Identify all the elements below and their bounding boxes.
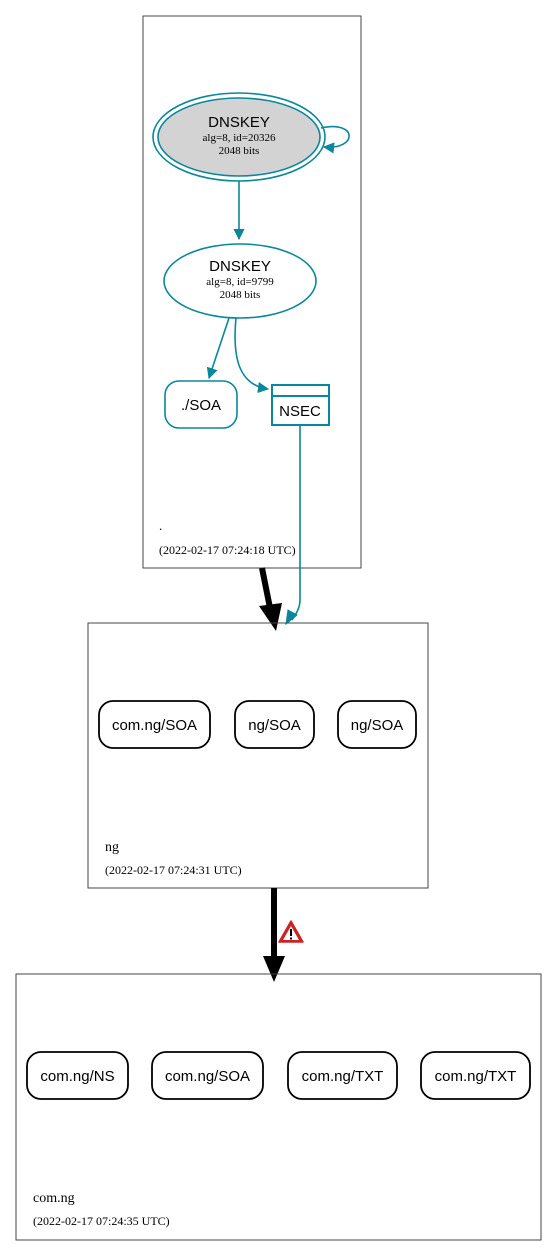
- zone-com-ng: com.ng (2022-02-17 07:24:35 UTC) com.ng/…: [15, 973, 542, 1241]
- zone-root: . (2022-02-17 07:24:18 UTC) DNSKEY alg=8…: [142, 15, 362, 569]
- ksk-self-signature-edge: [320, 125, 350, 154]
- com-ng-node-label: com.ng/TXT: [302, 1068, 384, 1085]
- zsk-to-soa-edge: [206, 317, 230, 380]
- ng-com-ng-soa-node[interactable]: com.ng/SOA: [98, 700, 211, 749]
- dnskey-ksk-node[interactable]: DNSKEY alg=8, id=20326 2048 bits: [152, 92, 326, 182]
- root-to-ng-delegation-arrowhead: [259, 603, 282, 631]
- zone-root-name: .: [159, 518, 162, 533]
- warning-triangle-icon[interactable]: [278, 920, 304, 943]
- ng-node-label: ng/SOA: [351, 717, 404, 734]
- dnskey-ksk-detail: alg=8, id=20326: [203, 132, 276, 144]
- dnskey-zsk-size: 2048 bits: [220, 289, 261, 301]
- zone-com-ng-box: [15, 973, 542, 1241]
- zone-ng-timestamp: (2022-02-17 07:24:31 UTC): [105, 863, 242, 877]
- ng-to-com-ng-delegation-arrowhead: [263, 956, 285, 982]
- zone-ng: ng (2022-02-17 07:24:31 UTC) com.ng/SOA …: [87, 622, 429, 889]
- com-ng-node-label: com.ng/TXT: [435, 1068, 517, 1085]
- zone-com-ng-timestamp: (2022-02-17 07:24:35 UTC): [33, 1214, 170, 1228]
- nsec-to-ng-arrowhead: [285, 609, 298, 626]
- zone-ng-name: ng: [105, 840, 119, 855]
- root-nsec-label: NSEC: [279, 403, 321, 420]
- root-soa-node[interactable]: ./SOA: [164, 380, 238, 429]
- dnskey-zsk-detail: alg=8, id=9799: [206, 276, 274, 288]
- dnskey-ksk-size: 2048 bits: [219, 145, 260, 157]
- zone-ng-box: [87, 622, 429, 889]
- root-soa-label: ./SOA: [181, 397, 221, 414]
- dnskey-zsk-node[interactable]: DNSKEY alg=8, id=9799 2048 bits: [163, 243, 317, 319]
- com-ng-node-label: com.ng/SOA: [165, 1068, 250, 1085]
- com-ng-txt-node[interactable]: com.ng/TXT: [287, 1051, 398, 1100]
- com-ng-txt-node[interactable]: com.ng/TXT: [420, 1051, 531, 1100]
- com-ng-soa-node[interactable]: com.ng/SOA: [151, 1051, 264, 1100]
- com-ng-node-label: com.ng/NS: [40, 1068, 114, 1085]
- ng-ng-soa-node[interactable]: ng/SOA: [234, 700, 315, 749]
- zone-root-timestamp: (2022-02-17 07:24:18 UTC): [159, 543, 296, 557]
- ng-ng-soa-node[interactable]: ng/SOA: [337, 700, 417, 749]
- zsk-to-nsec-edge: [234, 317, 270, 394]
- zone-com-ng-name: com.ng: [33, 1191, 75, 1206]
- dnskey-zsk-title: DNSKEY: [209, 258, 271, 275]
- com-ng-ns-node[interactable]: com.ng/NS: [26, 1051, 129, 1100]
- ng-node-label: com.ng/SOA: [112, 717, 197, 734]
- dnskey-ksk-title: DNSKEY: [208, 114, 270, 131]
- root-nsec-node[interactable]: NSEC: [271, 384, 330, 426]
- ng-node-label: ng/SOA: [248, 717, 301, 734]
- root-to-ng-delegation-edge: [259, 567, 273, 609]
